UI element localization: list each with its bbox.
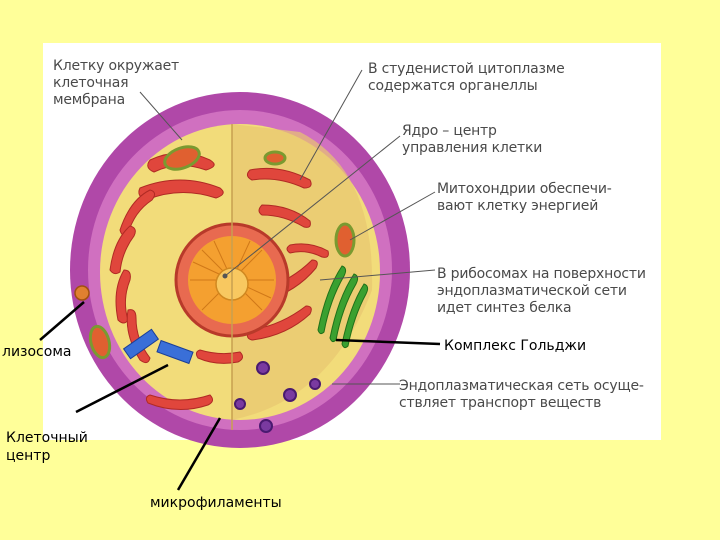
label-er: Эндоплазматическая сеть осуще- ствляет т… [399,378,644,411]
vesicles [234,361,321,433]
label-mitochondria: Митохондрии обеспечи- вают клетку энерги… [437,181,612,214]
label-cytoplasm: В студенистой цитоплазме содержатся орга… [368,61,565,94]
label-lysosome: лизосома [2,344,72,360]
label-ribosomes: В рибосомах на поверхности эндоплазматич… [437,266,646,316]
external-leader-lines [39,301,441,491]
golgi-apparatus [317,265,369,349]
label-nucleus: Ядро – центр управления клетки [402,123,543,156]
mitochondria [88,145,356,360]
centrosome [122,328,194,365]
lysosome [74,285,90,301]
label-microfilaments: микрофиламенты [150,495,282,511]
label-centrosome: Клеточный центр [6,430,88,464]
label-golgi: Комплекс Гольджи [444,338,587,354]
leader-lines [139,69,436,385]
label-membrane: Клетку окружает клеточная мембрана [53,58,180,108]
